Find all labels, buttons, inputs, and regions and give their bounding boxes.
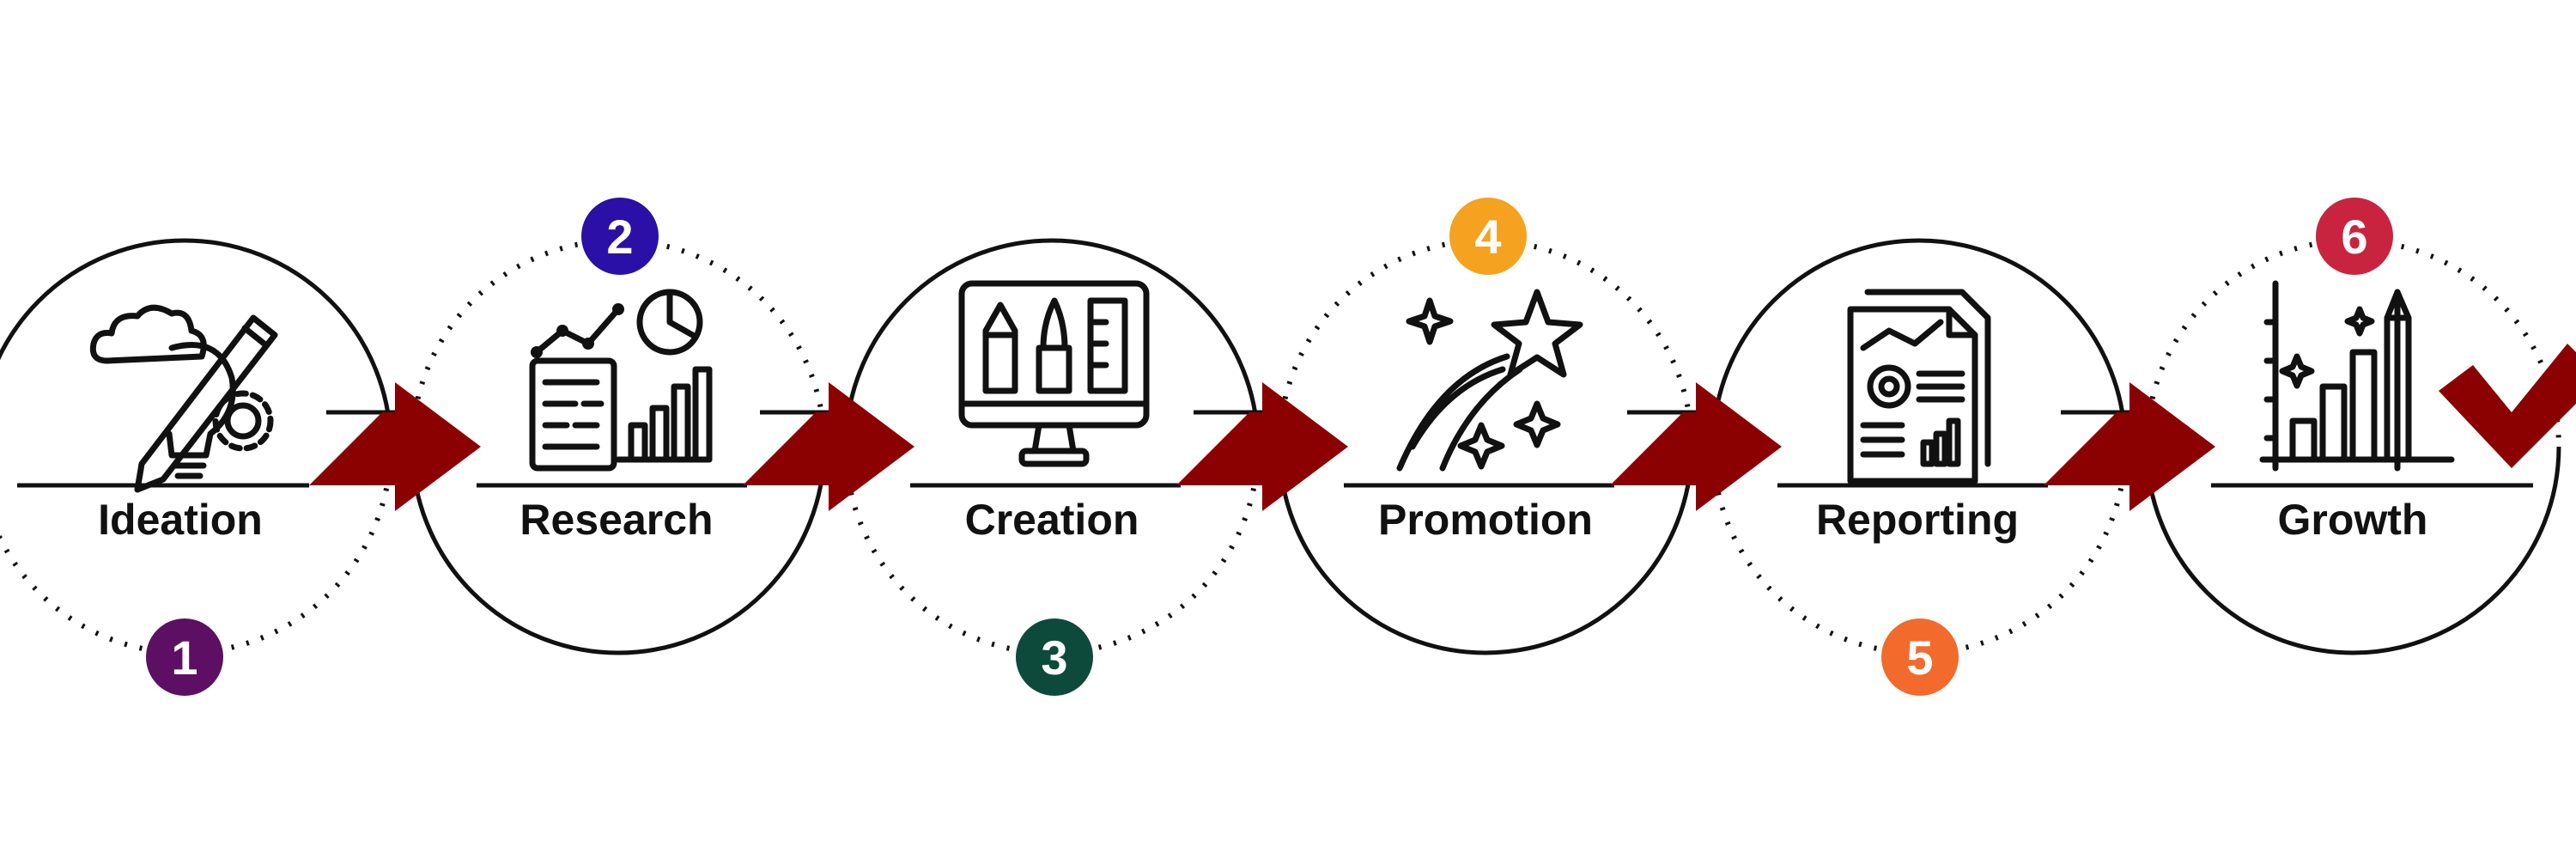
checkmark-icon (2439, 344, 2576, 468)
stage-labels: Ideation Research Creation Promotion Rep… (98, 496, 2427, 544)
stage-6-bottom-mask (2142, 446, 2563, 657)
badge-6-circle (2316, 198, 2393, 275)
growth-bar-chart-icon (2259, 280, 2455, 472)
arrow-2 (743, 382, 914, 511)
badge-5: 5 (1881, 618, 1959, 696)
badge-1: 1 (146, 618, 223, 696)
stage-2-label: Research (519, 496, 713, 544)
report-document-icon (1847, 289, 1991, 484)
arrow-1 (309, 382, 481, 511)
badge-6-number: 6 (2341, 210, 2367, 264)
badge-4-circle (1449, 198, 1527, 275)
badge-3: 3 (1016, 618, 1093, 696)
badge-4-number: 4 (1474, 210, 1501, 264)
badge-3-circle (1016, 618, 1093, 696)
idea-lightbulb-pencil-gear-icon (89, 304, 278, 493)
stage-4-label: Promotion (1378, 496, 1593, 544)
stage-1-label: Ideation (98, 496, 263, 544)
stage-6-bottom-solid-arc (2144, 446, 2561, 655)
stage-3-label: Creation (965, 496, 1139, 544)
badge-2-number: 2 (606, 210, 633, 264)
arrow-3 (1176, 382, 1348, 511)
badge-3-number: 3 (1041, 631, 1067, 685)
stage-6-label: Growth (2278, 496, 2428, 544)
connector-arrows (309, 382, 2215, 511)
arrow-5 (2044, 382, 2215, 511)
stage-2-bottom-solid-arc (410, 446, 827, 655)
arrow-4 (1610, 382, 1782, 511)
badge-2-circle (581, 198, 659, 275)
number-badges: 1 2 3 4 5 6 (146, 198, 2393, 696)
stage-4-bottom-solid-arc (1277, 446, 1694, 655)
badge-2: 2 (581, 198, 659, 275)
research-document-chart-icon (529, 289, 713, 472)
badge-1-circle (146, 618, 223, 696)
badge-4: 4 (1449, 198, 1527, 275)
badge-6: 6 (2316, 198, 2393, 275)
badge-1-number: 1 (171, 631, 197, 685)
badge-5-number: 5 (1906, 631, 1933, 685)
badge-5-circle (1881, 618, 1959, 696)
shooting-star-icon (1396, 289, 1583, 472)
design-monitor-tools-icon (958, 280, 1150, 467)
stage-5-label: Reporting (1816, 496, 2019, 544)
